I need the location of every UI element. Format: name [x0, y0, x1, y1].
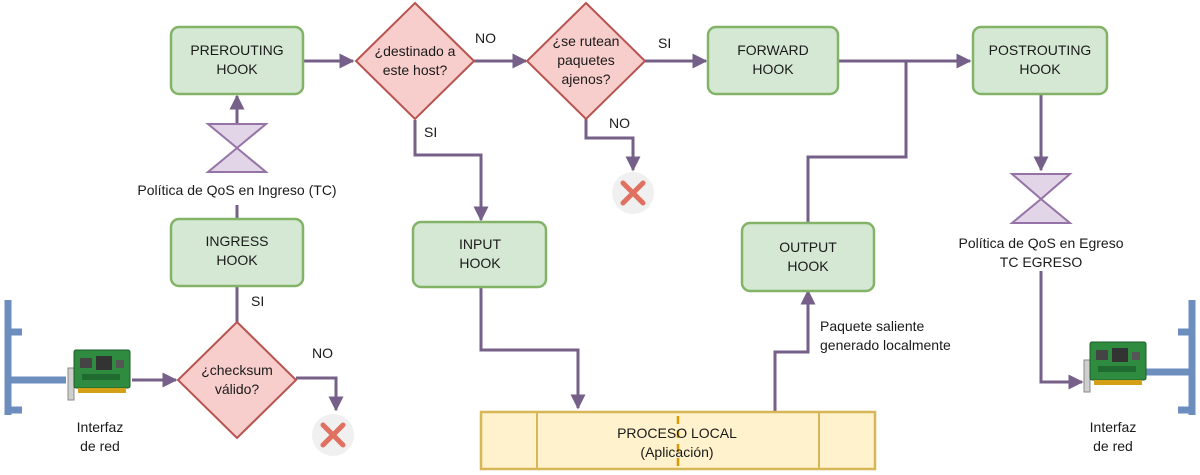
svg-text:HOOK: HOOK — [787, 258, 829, 274]
process-title: PROCESO LOCAL — [617, 425, 737, 441]
svg-text:PREROUTING: PREROUTING — [190, 42, 283, 58]
ingress-qos-label: Política de QoS en Ingreso (TC) — [137, 182, 336, 198]
forward-hook: FORWARD HOOK — [706, 25, 840, 96]
label-no-rutean: NO — [609, 115, 630, 131]
svg-text:válido?: válido? — [215, 381, 260, 397]
label-si-checksum: SI — [251, 293, 264, 309]
prerouting-hook: PREROUTING HOOK — [169, 25, 305, 96]
edge-checksum-to-drop — [296, 376, 344, 412]
ingress-hook: INGRESS HOOK — [169, 217, 305, 288]
svg-text:HOOK: HOOK — [1019, 61, 1061, 77]
edge-process-to-output — [773, 289, 816, 412]
ingress-qos-hourglass-icon — [205, 123, 269, 173]
edge-qos-to-nic — [1039, 271, 1084, 390]
svg-text:OUTPUT: OUTPUT — [779, 239, 837, 255]
output-hook: OUTPUT HOOK — [740, 221, 876, 293]
svg-text:HOOK: HOOK — [459, 255, 501, 271]
svg-text:HOOK: HOOK — [216, 252, 258, 268]
label-si-rutean: SI — [658, 35, 671, 51]
left-interface-label-line2: de red — [80, 438, 120, 454]
left-interface-label-line1: Interfaz — [77, 419, 124, 435]
egress-qos-label-line2: TC EGRESO — [1000, 254, 1083, 270]
svg-text:HOOK: HOOK — [216, 61, 258, 77]
label-si-destinado: SI — [424, 124, 437, 140]
left-network-card-icon — [67, 349, 131, 401]
edge-rutean-to-drop — [584, 118, 641, 172]
egress-qos-label-line1: Política de QoS en Egreso — [959, 235, 1124, 251]
svg-text:paquetes: paquetes — [557, 52, 615, 68]
drop-x-icon-checksum — [312, 414, 354, 456]
label-no-destinado: NO — [475, 30, 496, 46]
svg-text:INGRESS: INGRESS — [205, 233, 268, 249]
decision-checksum: ¿checksum válido? — [176, 320, 298, 440]
process-subtitle: (Aplicación) — [640, 444, 713, 460]
label-no-checksum: NO — [312, 345, 333, 361]
svg-text:FORWARD: FORWARD — [737, 42, 809, 58]
right-interface-label-line1: Interfaz — [1090, 419, 1137, 435]
decision-destinado: ¿destinado a este host? — [354, 1, 476, 121]
local-process: PROCESO LOCAL (Aplicación) — [479, 410, 877, 471]
edge-input-to-process — [479, 287, 586, 410]
edge-destinado-to-input — [413, 120, 489, 222]
svg-text:¿checksum: ¿checksum — [201, 362, 273, 378]
svg-text:¿destinado a: ¿destinado a — [375, 43, 456, 59]
left-network-bus — [4, 300, 66, 415]
edge-output-to-postrouting — [806, 61, 908, 222]
svg-text:HOOK: HOOK — [752, 61, 794, 77]
right-network-bus — [1146, 300, 1196, 415]
svg-text:ajenos?: ajenos? — [561, 71, 610, 87]
input-hook: INPUT HOOK — [411, 220, 548, 289]
right-network-card-icon — [1083, 341, 1147, 393]
svg-text:¿se rutean: ¿se rutean — [553, 33, 620, 49]
postrouting-hook: POSTROUTING HOOK — [971, 25, 1109, 96]
svg-text:POSTROUTING: POSTROUTING — [989, 42, 1092, 58]
output-note-line2: generado localmente — [820, 337, 951, 353]
edges — [132, 53, 1084, 412]
egress-qos-hourglass-icon — [1009, 173, 1073, 224]
output-note-line1: Paquete saliente — [820, 318, 925, 334]
drop-x-icon-rutean — [612, 172, 654, 214]
decision-rutean: ¿se rutean paquetes ajenos? — [525, 1, 647, 121]
svg-text:este host?: este host? — [383, 62, 448, 78]
svg-text:INPUT: INPUT — [459, 236, 501, 252]
right-interface-label-line2: de red — [1093, 438, 1133, 454]
